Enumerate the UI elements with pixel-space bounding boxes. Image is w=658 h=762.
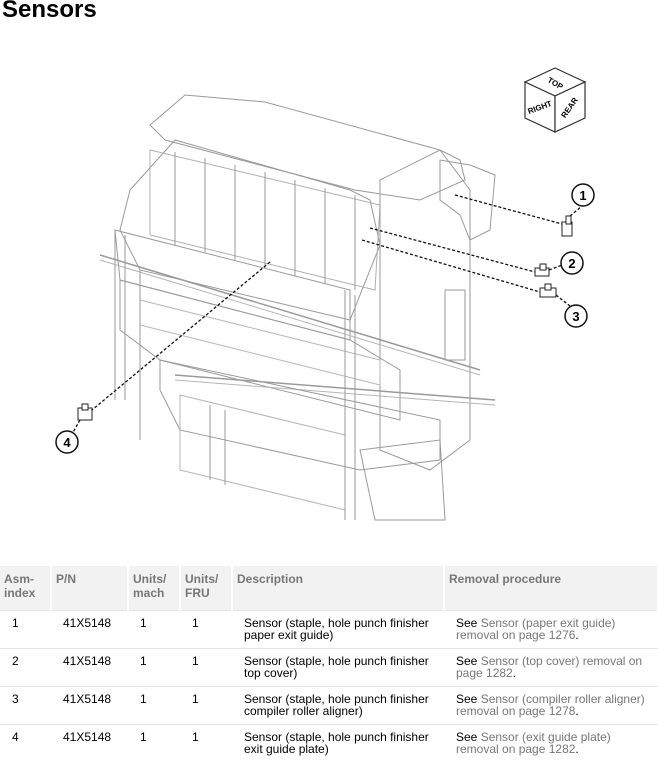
units-mach: 1 bbox=[128, 687, 180, 725]
parts-table: Asm- index P/N Units/ mach Units/ FRU De… bbox=[0, 566, 658, 762]
asm-index: 1 bbox=[0, 611, 51, 649]
units-fru: 1 bbox=[180, 649, 232, 687]
page-title: Sensors bbox=[2, 0, 97, 24]
header-description: Description bbox=[232, 566, 444, 611]
callout-1: 1 bbox=[572, 184, 594, 206]
removal-procedure: See Sensor (exit guide plate) removal on… bbox=[444, 725, 658, 762]
callout-3: 3 bbox=[565, 305, 587, 327]
table-row: 1 41X5148 1 1 Sensor (staple, hole punch… bbox=[0, 611, 658, 649]
svg-text:1: 1 bbox=[579, 188, 586, 203]
header-pn: P/N bbox=[51, 566, 128, 611]
asm-index: 3 bbox=[0, 687, 51, 725]
description: Sensor (staple, hole punch finisher comp… bbox=[232, 687, 444, 725]
header-units-mach: Units/ mach bbox=[128, 566, 180, 611]
description: Sensor (staple, hole punch finisher top … bbox=[232, 649, 444, 687]
table-row: 4 41X5148 1 1 Sensor (staple, hole punch… bbox=[0, 725, 658, 762]
sensor-part-1 bbox=[562, 216, 572, 236]
removal-link[interactable]: Sensor (paper exit guide) removal on pag… bbox=[456, 616, 615, 642]
part-number: 41X5148 bbox=[51, 649, 128, 687]
units-fru: 1 bbox=[180, 687, 232, 725]
sensor-part-3 bbox=[540, 284, 556, 297]
sensor-part-2 bbox=[535, 264, 549, 276]
svg-text:4: 4 bbox=[63, 435, 71, 450]
orientation-cube: TOP RIGHT REAR bbox=[525, 68, 585, 132]
table-row: 3 41X5148 1 1 Sensor (staple, hole punch… bbox=[0, 687, 658, 725]
part-number: 41X5148 bbox=[51, 725, 128, 762]
svg-text:3: 3 bbox=[572, 309, 579, 324]
finisher-frame bbox=[100, 95, 495, 520]
removal-procedure: See Sensor (compiler roller aligner) rem… bbox=[444, 687, 658, 725]
header-asm-index: Asm- index bbox=[0, 566, 51, 611]
callout-2: 2 bbox=[561, 252, 583, 274]
units-fru: 1 bbox=[180, 725, 232, 762]
sensor-part-4 bbox=[78, 404, 92, 420]
description: Sensor (staple, hole punch finisher exit… bbox=[232, 725, 444, 762]
header-removal-procedure: Removal procedure bbox=[444, 566, 658, 611]
part-number: 41X5148 bbox=[51, 611, 128, 649]
description: Sensor (staple, hole punch finisher pape… bbox=[232, 611, 444, 649]
removal-link[interactable]: Sensor (compiler roller aligner) removal… bbox=[456, 692, 645, 718]
part-number: 41X5148 bbox=[51, 687, 128, 725]
table-row: 2 41X5148 1 1 Sensor (staple, hole punch… bbox=[0, 649, 658, 687]
table-header-row: Asm- index P/N Units/ mach Units/ FRU De… bbox=[0, 566, 658, 611]
units-mach: 1 bbox=[128, 725, 180, 762]
units-mach: 1 bbox=[128, 649, 180, 687]
header-units-fru: Units/ FRU bbox=[180, 566, 232, 611]
units-mach: 1 bbox=[128, 611, 180, 649]
removal-procedure: See Sensor (top cover) removal on page 1… bbox=[444, 649, 658, 687]
asm-index: 4 bbox=[0, 725, 51, 762]
asm-index: 2 bbox=[0, 649, 51, 687]
units-fru: 1 bbox=[180, 611, 232, 649]
callout-4: 4 bbox=[56, 431, 78, 453]
removal-link[interactable]: Sensor (top cover) removal on page 1282 bbox=[456, 654, 642, 680]
sensor-exploded-diagram: TOP RIGHT REAR bbox=[0, 40, 658, 560]
svg-text:2: 2 bbox=[568, 256, 575, 271]
removal-procedure: See Sensor (paper exit guide) removal on… bbox=[444, 611, 658, 649]
